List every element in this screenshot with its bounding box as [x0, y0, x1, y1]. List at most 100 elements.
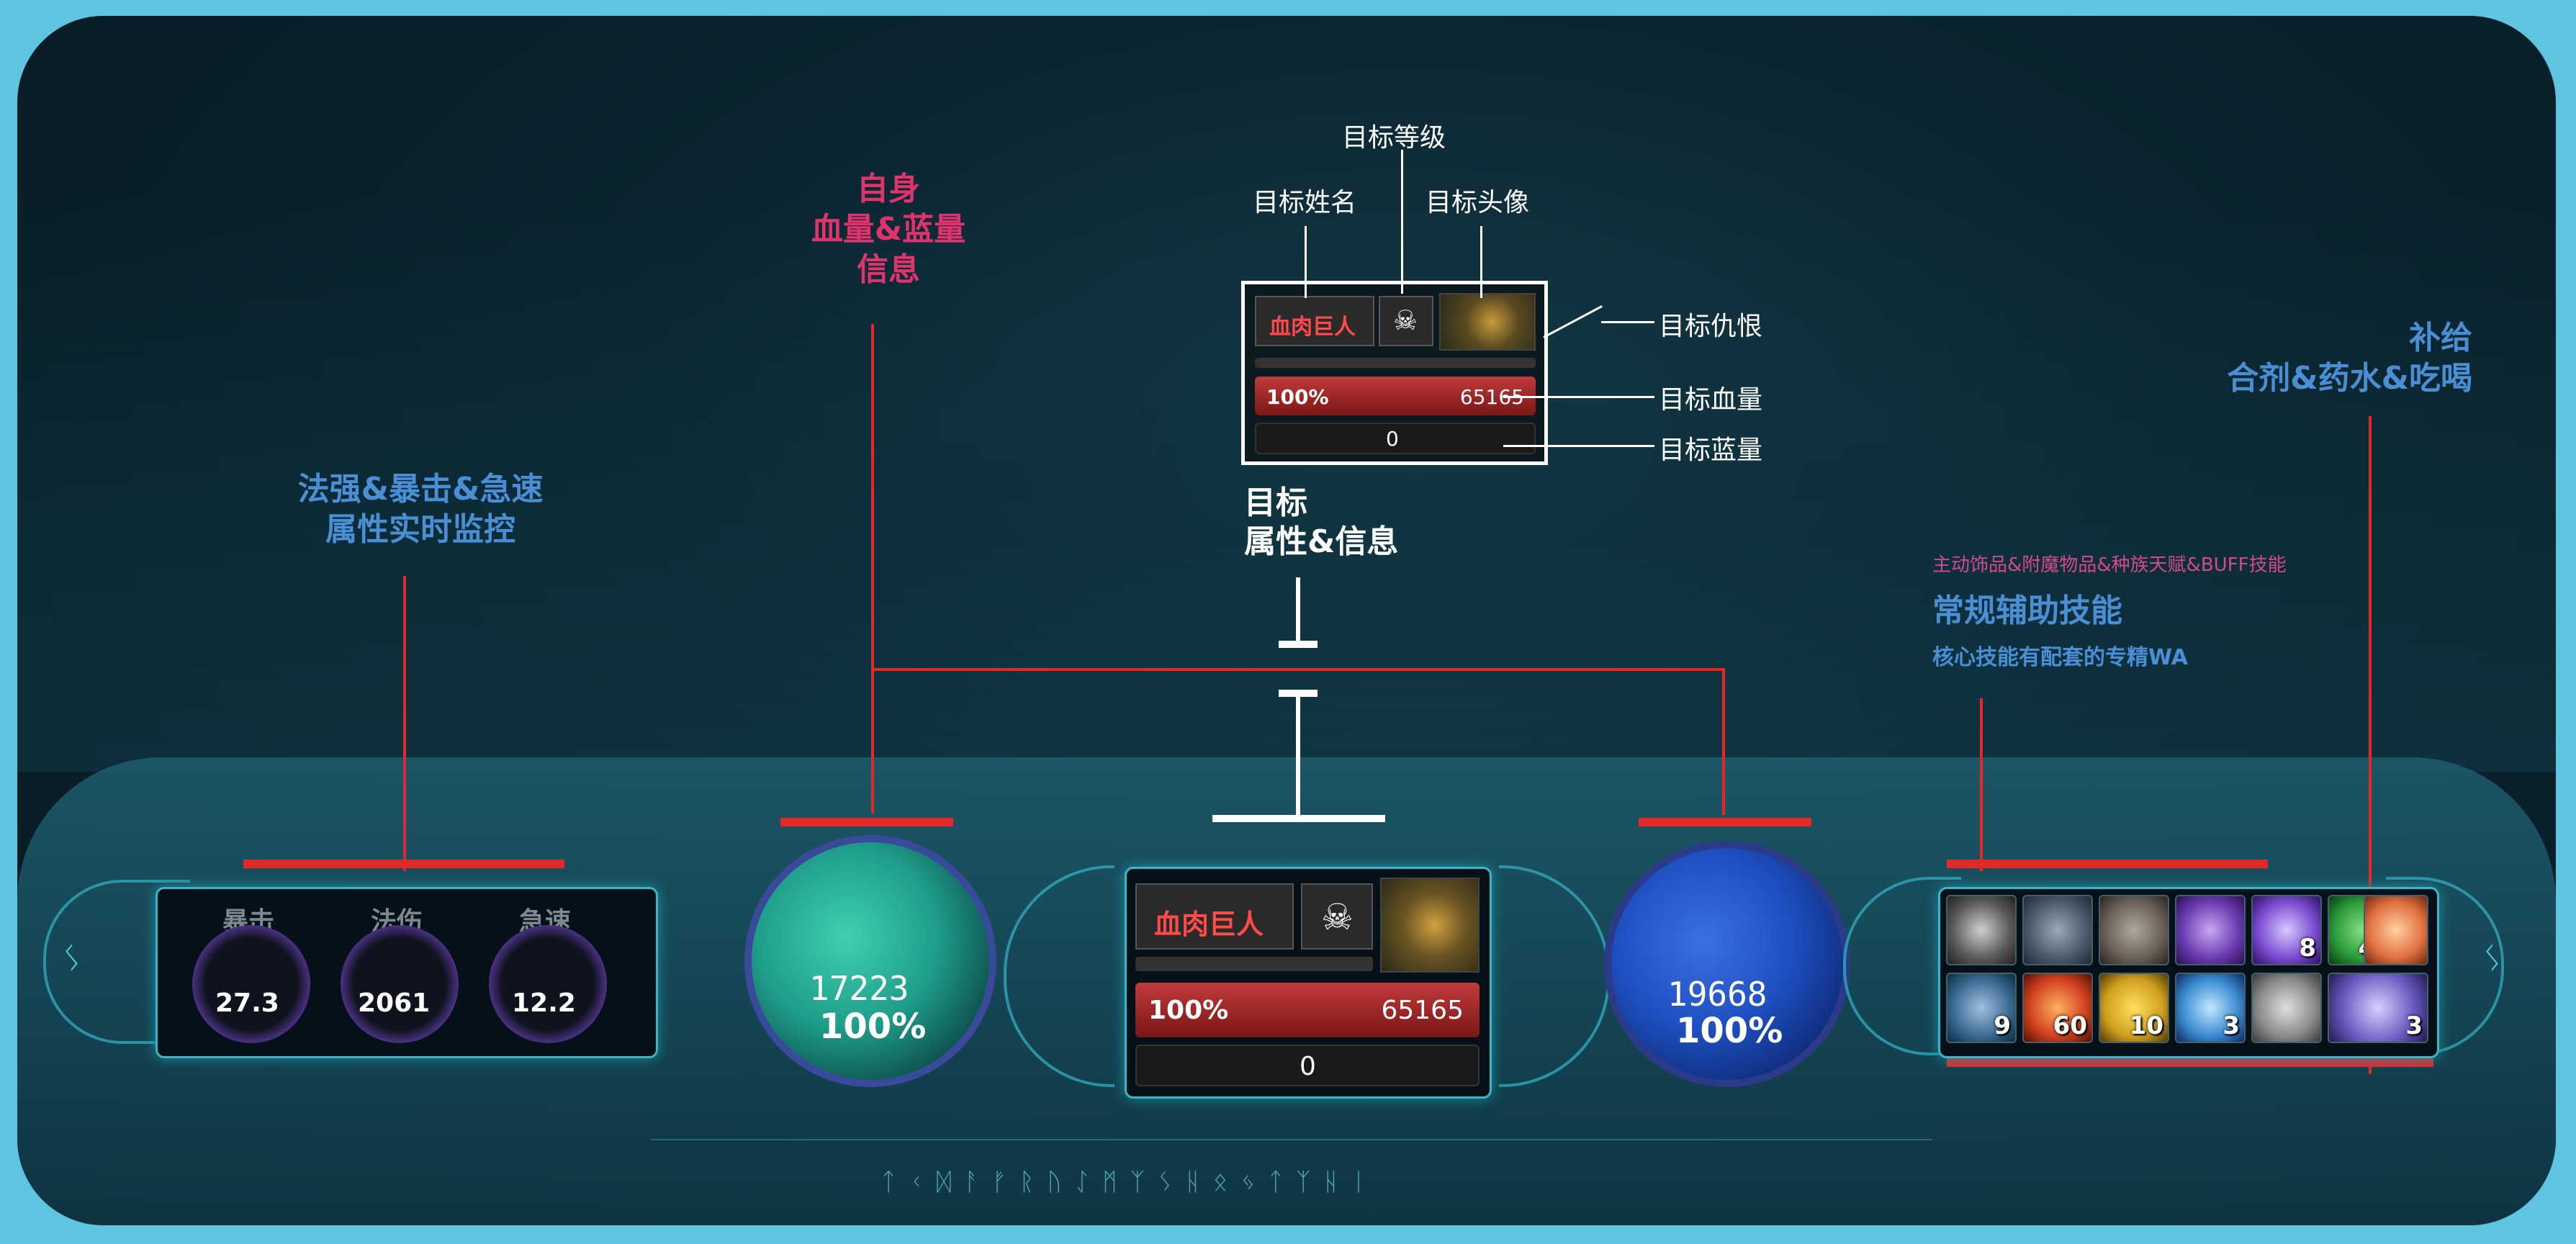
- target-preview-portrait: [1439, 293, 1536, 351]
- target-frame-hp-percent: 100%: [1148, 996, 1229, 1025]
- label-stats-2: 属性实时监控: [325, 511, 515, 548]
- self-right-drop: [1722, 668, 1725, 815]
- aura-slot-4[interactable]: [2175, 895, 2246, 965]
- target-frame-portrait: [1380, 878, 1480, 973]
- leader-threat-h: [1601, 321, 1654, 323]
- leader-level: [1401, 150, 1403, 294]
- mana-orb-percent: 100%: [1676, 1011, 1783, 1051]
- connector-top-cap: [1279, 641, 1318, 648]
- label-stats-1: 法强&暴击&急速: [297, 471, 544, 508]
- aura-slot-8[interactable]: 9: [1946, 973, 2017, 1043]
- target-frame-threat-bar: [1135, 957, 1373, 971]
- leader-name: [1305, 226, 1307, 298]
- aura-slot-2[interactable]: [2022, 895, 2093, 965]
- aura-panel: 8 44 9 60 10 3 3: [1938, 887, 2439, 1058]
- stats-panel: 暴击 27.3 法伤 2061 急速 12.2: [156, 887, 658, 1058]
- connector-top-stem: [1296, 577, 1300, 642]
- label-self-3: 信息: [857, 251, 920, 288]
- health-orb: 17223 100%: [744, 835, 996, 1087]
- label-target-level: 目标等级: [1342, 123, 1446, 153]
- leader-hp: [1503, 396, 1654, 398]
- mana-cap-line: [1639, 818, 1811, 826]
- self-vertical-line: [871, 324, 874, 813]
- target-preview-hp-percent: 100%: [1266, 385, 1329, 409]
- health-orb-percent: 100%: [819, 1006, 927, 1047]
- leader-mana: [1503, 445, 1654, 447]
- hud-left-rune: ᛊ: [62, 939, 82, 978]
- stats-value-crit: 27.3: [215, 988, 279, 1018]
- health-orb-value: 17223: [809, 969, 909, 1008]
- stats-vertical-line: [403, 576, 406, 871]
- label-target-threat: 目标仇恨: [1659, 312, 1763, 341]
- aux-cap-line: [1947, 860, 2268, 868]
- stats-cap-line: [243, 860, 564, 868]
- aura-count: 9: [1994, 1011, 2011, 1040]
- connector-bottom-cap: [1279, 690, 1318, 697]
- supply-vertical-line: [2369, 416, 2372, 1074]
- hud-right-rune: ᛊ: [2482, 939, 2503, 978]
- aura-slot-13[interactable]: 3: [2328, 973, 2428, 1043]
- stats-slot-spellpower: 法伤 2061: [328, 896, 472, 1047]
- hud-left-ornament: [43, 880, 190, 1044]
- target-frame-name: 血肉巨人: [1154, 909, 1264, 940]
- label-supply-2: 合剂&药水&吃喝: [2227, 360, 2472, 397]
- target-frame-mana-value: 0: [1300, 1052, 1316, 1081]
- target-frame-hp-value: 65165: [1381, 996, 1464, 1025]
- label-target-attr-2: 属性&信息: [1244, 523, 1399, 560]
- skull-icon: ☠: [1393, 305, 1418, 336]
- aura-slot-5[interactable]: 8: [2251, 895, 2322, 965]
- self-horizontal-line: [871, 668, 1725, 671]
- target-frame-mana-bar: 0: [1135, 1045, 1480, 1086]
- aura-slot-9[interactable]: 60: [2022, 973, 2093, 1043]
- target-frame-hp-bar: 100% 65165: [1135, 983, 1480, 1037]
- label-aux-sub: 核心技能有配套的专精WA: [1932, 645, 2188, 670]
- screenshot-frame: ᛏᚲᛞᚨᚠᚱᚢᛇᛗᛉᛊᚺᛟᛃᛏᛉᚺᛁ 血肉巨人 ☠ 100% 65165 0 目…: [17, 16, 2556, 1225]
- aura-count: 3: [2405, 1011, 2423, 1040]
- stats-value-spellpower: 2061: [358, 988, 431, 1018]
- rune-glyphs: ᛏᚲᛞᚨᚠᚱᚢᛇᛗᛉᛊᚺᛟᛃᛏᛉᚺᛁ: [881, 1168, 1379, 1196]
- target-frame-name-box: 血肉巨人: [1135, 883, 1294, 950]
- mana-orb: 19668 100%: [1604, 841, 1850, 1087]
- stats-slot-haste: 急速 12.2: [476, 896, 620, 1047]
- label-self-2: 血量&蓝量: [811, 211, 966, 248]
- target-preview-threat-bar: [1255, 358, 1536, 368]
- label-aux-small: 主动饰品&附魔物品&种族天赋&BUFF技能: [1932, 554, 2287, 576]
- supply-cap-line: [1947, 1058, 2433, 1067]
- skull-icon: ☠: [1321, 896, 1354, 938]
- target-preview-name: 血肉巨人: [1269, 315, 1356, 340]
- aux-vertical-line: [1980, 698, 1983, 871]
- target-frame-level-box: ☠: [1301, 883, 1373, 950]
- aura-slot-10[interactable]: 10: [2099, 973, 2169, 1043]
- label-aux-title: 常规辅助技能: [1932, 592, 2122, 629]
- aura-count: 3: [2223, 1011, 2240, 1040]
- label-self-1: 自身: [857, 171, 920, 207]
- label-target-mana: 目标蓝量: [1659, 436, 1763, 465]
- label-target-portrait: 目标头像: [1426, 188, 1530, 217]
- target-preview-mana-value: 0: [1386, 427, 1399, 451]
- label-supply-1: 补给: [2409, 320, 2472, 356]
- mana-orb-value: 19668: [1667, 975, 1767, 1014]
- label-target-hp: 目标血量: [1659, 385, 1763, 415]
- health-cap-line: [780, 818, 953, 826]
- target-preview-level-box: ☠: [1379, 296, 1433, 346]
- aura-slot-11[interactable]: 3: [2175, 973, 2246, 1043]
- aura-count: 60: [2053, 1011, 2087, 1040]
- target-preview-hp-bar: 100% 65165: [1255, 377, 1536, 415]
- aura-slot-7[interactable]: [2364, 895, 2428, 965]
- stats-value-haste: 12.2: [512, 988, 576, 1018]
- aura-count: 8: [2299, 934, 2316, 963]
- target-frame[interactable]: 血肉巨人 ☠ 100% 65165 0: [1125, 867, 1492, 1099]
- leader-portrait: [1480, 226, 1482, 298]
- connector-bottom-bar: [1212, 815, 1385, 822]
- target-preview-name-box: 血肉巨人: [1255, 296, 1374, 346]
- label-target-name: 目标姓名: [1253, 188, 1357, 217]
- label-target-attr-1: 目标: [1244, 484, 1307, 521]
- aura-slot-3[interactable]: [2099, 895, 2169, 965]
- aura-count: 10: [2129, 1011, 2163, 1040]
- aura-slot-1[interactable]: [1946, 895, 2017, 965]
- target-preview-box: 血肉巨人 ☠ 100% 65165 0: [1241, 281, 1548, 465]
- stats-ring-spellpower: [341, 925, 459, 1043]
- aura-slot-12[interactable]: [2251, 973, 2322, 1043]
- stats-ring-haste: [489, 925, 607, 1043]
- connector-bottom-stem: [1296, 695, 1300, 818]
